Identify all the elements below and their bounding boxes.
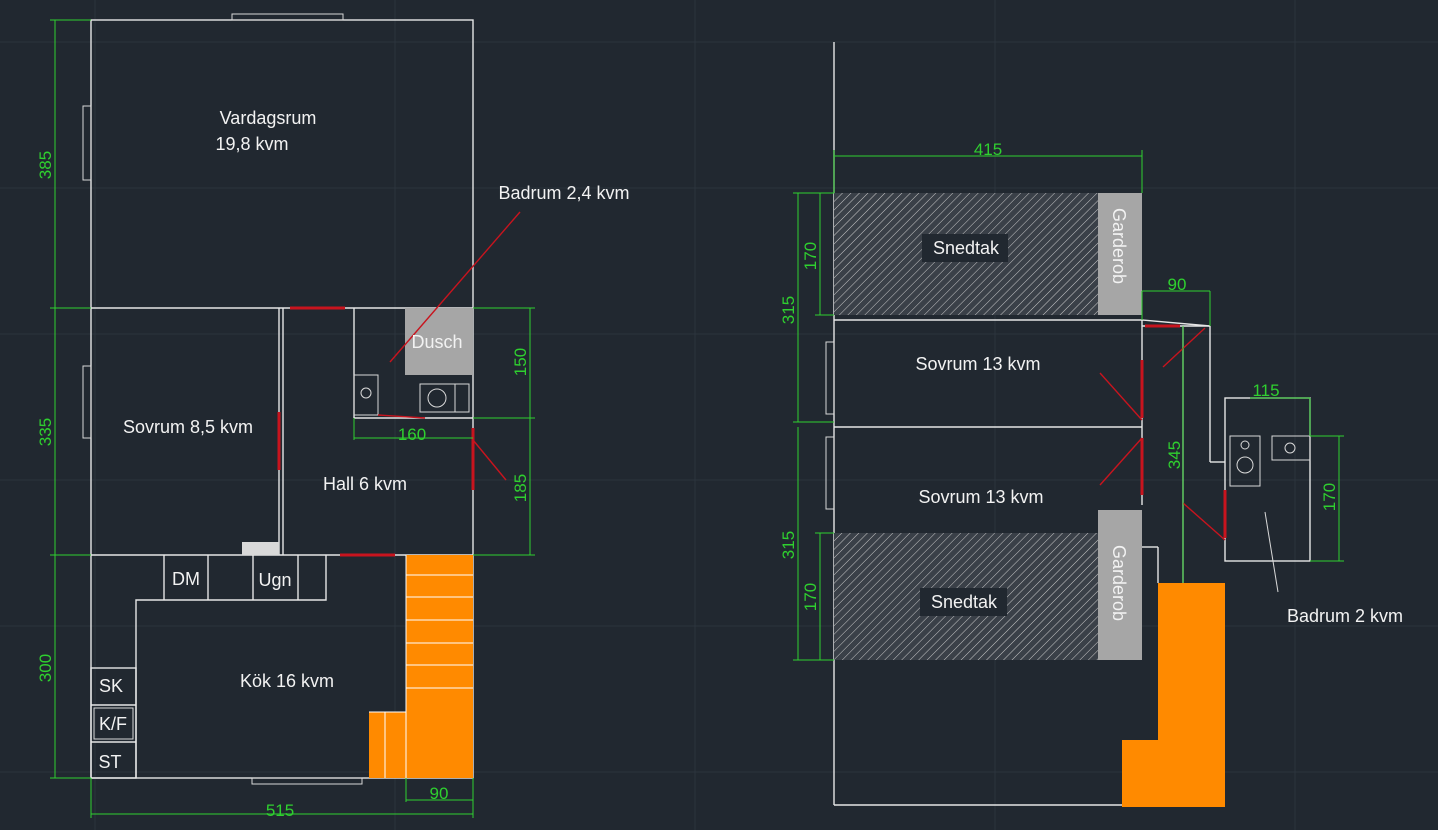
wardrobe-bottom-label: Garderob bbox=[1109, 545, 1129, 621]
bedroom-small-label: Sovrum 8,5 kvm bbox=[123, 417, 253, 437]
dim-415: 415 bbox=[974, 140, 1002, 159]
slope-bottom-label: Snedtak bbox=[931, 592, 998, 612]
kitchen-label: Kök 16 kvm bbox=[240, 671, 334, 691]
dim-170-top: 170 bbox=[801, 242, 820, 270]
upper-floor-stairs bbox=[1122, 583, 1225, 807]
bedroom-top-label: Sovrum 13 kvm bbox=[915, 354, 1040, 374]
living-room-area: 19,8 kvm bbox=[215, 134, 288, 154]
ground-floor-stairs bbox=[369, 555, 473, 778]
fridge-label: K/F bbox=[99, 714, 127, 734]
oven-label: Ugn bbox=[258, 570, 291, 590]
toilet-fixture bbox=[353, 374, 379, 416]
dim-170-bottom: 170 bbox=[801, 583, 820, 611]
slope-top-label: Snedtak bbox=[933, 238, 1000, 258]
dim-185: 185 bbox=[511, 474, 530, 502]
stove-label: ST bbox=[98, 752, 121, 772]
sink-fixture bbox=[419, 383, 470, 413]
ground-bathroom-label: Badrum 2,4 kvm bbox=[498, 183, 629, 203]
cabinet-label: SK bbox=[99, 676, 123, 696]
dim-90-upper: 90 bbox=[1168, 275, 1187, 294]
upper-bathroom-label: Badrum 2 kvm bbox=[1287, 606, 1403, 626]
dim-335: 335 bbox=[36, 418, 55, 446]
dim-160: 160 bbox=[398, 425, 426, 444]
upper-floor-doors bbox=[1099, 324, 1227, 541]
upper-floor-dimensions bbox=[793, 150, 1344, 661]
shower-label: Dusch bbox=[411, 332, 462, 352]
dim-315-bottom: 315 bbox=[779, 531, 798, 559]
dim-315-top: 315 bbox=[779, 296, 798, 324]
bedroom-bottom-label: Sovrum 13 kvm bbox=[918, 487, 1043, 507]
dim-345: 345 bbox=[1165, 441, 1184, 469]
wardrobe-top-label: Garderob bbox=[1109, 208, 1129, 284]
ground-bathroom-fixtures bbox=[353, 308, 473, 416]
dim-515: 515 bbox=[266, 801, 294, 820]
ground-floor-doors bbox=[277, 211, 521, 557]
dim-385: 385 bbox=[36, 151, 55, 179]
hall-label: Hall 6 kvm bbox=[323, 474, 407, 494]
ground-floor-dimensions bbox=[50, 19, 535, 818]
dim-115: 115 bbox=[1252, 381, 1279, 400]
ground-floor-plan: 385 335 300 150 185 160 515 90 Vardagsru… bbox=[36, 13, 630, 820]
dim-90: 90 bbox=[430, 784, 449, 803]
dishwasher-label: DM bbox=[172, 569, 200, 589]
dim-300: 300 bbox=[36, 654, 55, 682]
living-room-label: Vardagsrum bbox=[220, 108, 317, 128]
upper-floor-plan: 415 170 315 90 345 115 170 315 170 Snedt… bbox=[779, 42, 1403, 807]
wardrobe-bottom bbox=[1098, 510, 1142, 660]
wardrobe-top bbox=[1098, 193, 1142, 315]
shower-fixture bbox=[405, 308, 473, 375]
dim-150: 150 bbox=[511, 348, 530, 376]
dim-170-bath: 170 bbox=[1320, 483, 1339, 511]
